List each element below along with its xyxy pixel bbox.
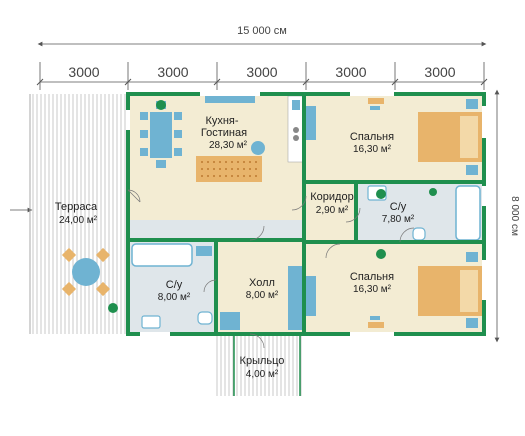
porch-name: Крыльцо [240, 355, 285, 367]
bedroom-bottom-area: 16,30 м² [353, 284, 392, 295]
bath-right-area: 7,80 м² [382, 214, 415, 225]
kitchen-furniture [140, 95, 305, 182]
kitchen-name-line2: Гостиная [201, 127, 247, 139]
bath-left-fixtures [131, 243, 213, 329]
bath-left-name: С/у [166, 279, 183, 291]
kitchen-name-line1: Кухня- [205, 115, 238, 127]
bedroom-top-name: Спальня [350, 131, 394, 143]
hall-name: Холл [249, 277, 275, 289]
total-height-label: 8 000 см [509, 196, 520, 236]
segment-label-5: 3000 [424, 64, 455, 80]
hall-area: 8,00 м² [246, 290, 279, 301]
corridor-area: 2,90 м² [316, 205, 349, 216]
total-width-dimension: 15 000 см [37, 25, 487, 47]
segment-label-2: 3000 [157, 64, 188, 80]
porch [216, 334, 304, 396]
total-width-label: 15 000 см [237, 25, 287, 37]
bedroom-bottom-name: Спальня [350, 271, 394, 283]
segment-label-3: 3000 [246, 64, 277, 80]
bedroom-top-furniture [306, 98, 482, 175]
segment-label-4: 3000 [335, 64, 366, 80]
bedroom-top-area: 16,30 м² [353, 144, 392, 155]
segment-label-1: 3000 [68, 64, 99, 80]
hall-furniture [220, 266, 302, 330]
walls [126, 92, 486, 336]
room-labels: Терраса 24,00 м² Кухня- Гостиная 28,30 м… [55, 115, 415, 380]
total-height-dimension: 8 000 см [494, 89, 520, 343]
windows [126, 92, 486, 336]
plant-icon [108, 100, 437, 313]
terrace-area: 24,00 м² [59, 215, 98, 226]
terrace-name: Терраса [55, 201, 98, 213]
bath-right-name: С/у [390, 201, 407, 213]
corridor-name: Коридор [310, 191, 353, 203]
bath-left-area: 8,00 м² [158, 292, 191, 303]
terrace [10, 94, 128, 334]
porch-area: 4,00 м² [246, 369, 279, 380]
bedroom-bottom-furniture [306, 252, 482, 328]
segment-dimensions: 3000 3000 3000 3000 3000 [36, 62, 488, 90]
doors [127, 189, 415, 349]
kitchen-area: 28,30 м² [209, 140, 248, 151]
